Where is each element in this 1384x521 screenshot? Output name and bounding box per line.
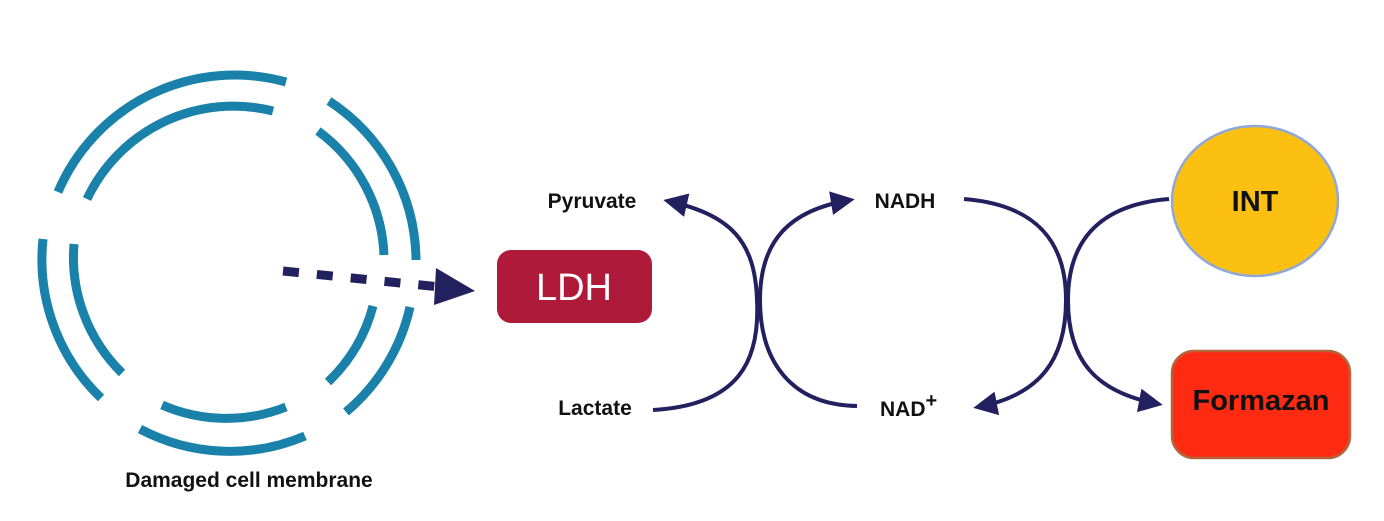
nad-text: NAD xyxy=(880,398,926,421)
pyruvate-label: Pyruvate xyxy=(548,190,637,213)
ldh-enzyme-box: LDH xyxy=(497,250,652,323)
arrow-int-to-formazan xyxy=(1065,197,1170,413)
membrane-inner-segment xyxy=(82,101,275,201)
damaged-membrane xyxy=(37,70,421,456)
arrow-lactate-to-pyruvate xyxy=(652,193,760,412)
nad-plus-label: NAD+ xyxy=(880,390,937,421)
ldh-label: LDH xyxy=(536,267,612,309)
membrane-outer-segment xyxy=(343,306,415,416)
arrow-nad-to-nadh xyxy=(757,191,858,408)
membrane-inner-segment xyxy=(68,243,126,377)
arrow-nadh-to-nad xyxy=(963,197,1069,416)
membrane-outer-segment xyxy=(326,97,421,261)
membrane-outer-segment xyxy=(37,238,105,402)
formazan-label: Formazan xyxy=(1193,385,1330,417)
lactate-label: Lactate xyxy=(558,397,632,420)
int-reagent: INT xyxy=(1170,124,1340,278)
membrane-inner-segment xyxy=(315,127,389,256)
nad-charge: + xyxy=(926,390,938,412)
ldh-release-arrow xyxy=(282,266,475,305)
formazan-product: Formazan xyxy=(1170,349,1352,460)
arrowhead-icon xyxy=(434,268,475,305)
membrane-outer-segment xyxy=(53,70,288,194)
membrane-inner-segment xyxy=(160,400,288,423)
int-label: INT xyxy=(1232,186,1279,218)
membrane-inner-segment xyxy=(324,304,378,386)
membrane-caption: Damaged cell membrane xyxy=(125,469,372,492)
membrane-outer-segment xyxy=(137,425,307,456)
nadh-label: NADH xyxy=(875,190,936,213)
